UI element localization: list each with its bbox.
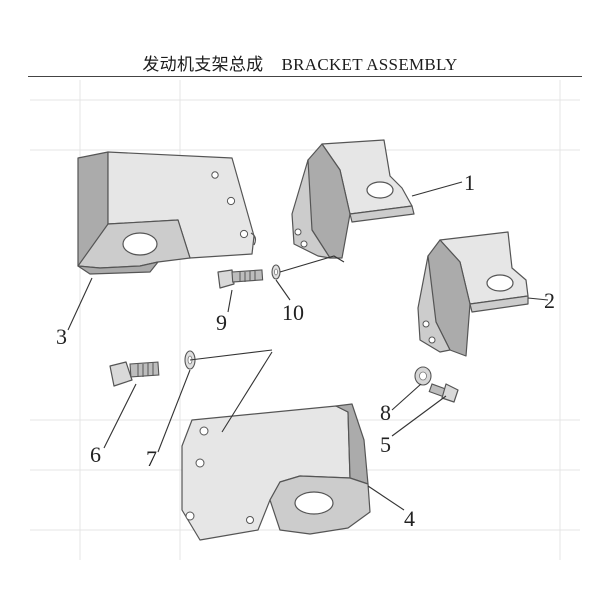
- callout-5: 5: [380, 432, 391, 457]
- bracket-part-2: [417, 231, 529, 357]
- bolt-part-5: [428, 383, 459, 403]
- nut-part-8: [414, 366, 432, 386]
- title-rule: [28, 76, 582, 77]
- title-english: BRACKET ASSEMBLY: [281, 55, 458, 74]
- bolt-part-6: [109, 361, 160, 387]
- callout-9: 9: [216, 310, 227, 335]
- bracket-part-3: [77, 151, 257, 275]
- callout-1: 1: [464, 170, 475, 195]
- callout-2: 2: [544, 288, 555, 313]
- washer-part-10: [271, 264, 281, 280]
- callout-7: 7: [146, 446, 157, 471]
- callout-labels: 1 2 3 4 5 6 7 8 9 10: [56, 170, 555, 531]
- bracket-part-1: [291, 139, 415, 259]
- page-title: 发动机支架总成 BRACKET ASSEMBLY: [0, 50, 600, 75]
- leader-lines: [67, 181, 549, 511]
- callout-10: 10: [282, 300, 304, 325]
- bolt-part-9: [217, 269, 264, 289]
- bracket-part-4: [181, 403, 371, 541]
- title-chinese: 发动机支架总成: [142, 55, 264, 75]
- callout-6: 6: [90, 442, 101, 467]
- callout-3: 3: [56, 324, 67, 349]
- callout-4: 4: [404, 506, 415, 531]
- callout-8: 8: [380, 400, 391, 425]
